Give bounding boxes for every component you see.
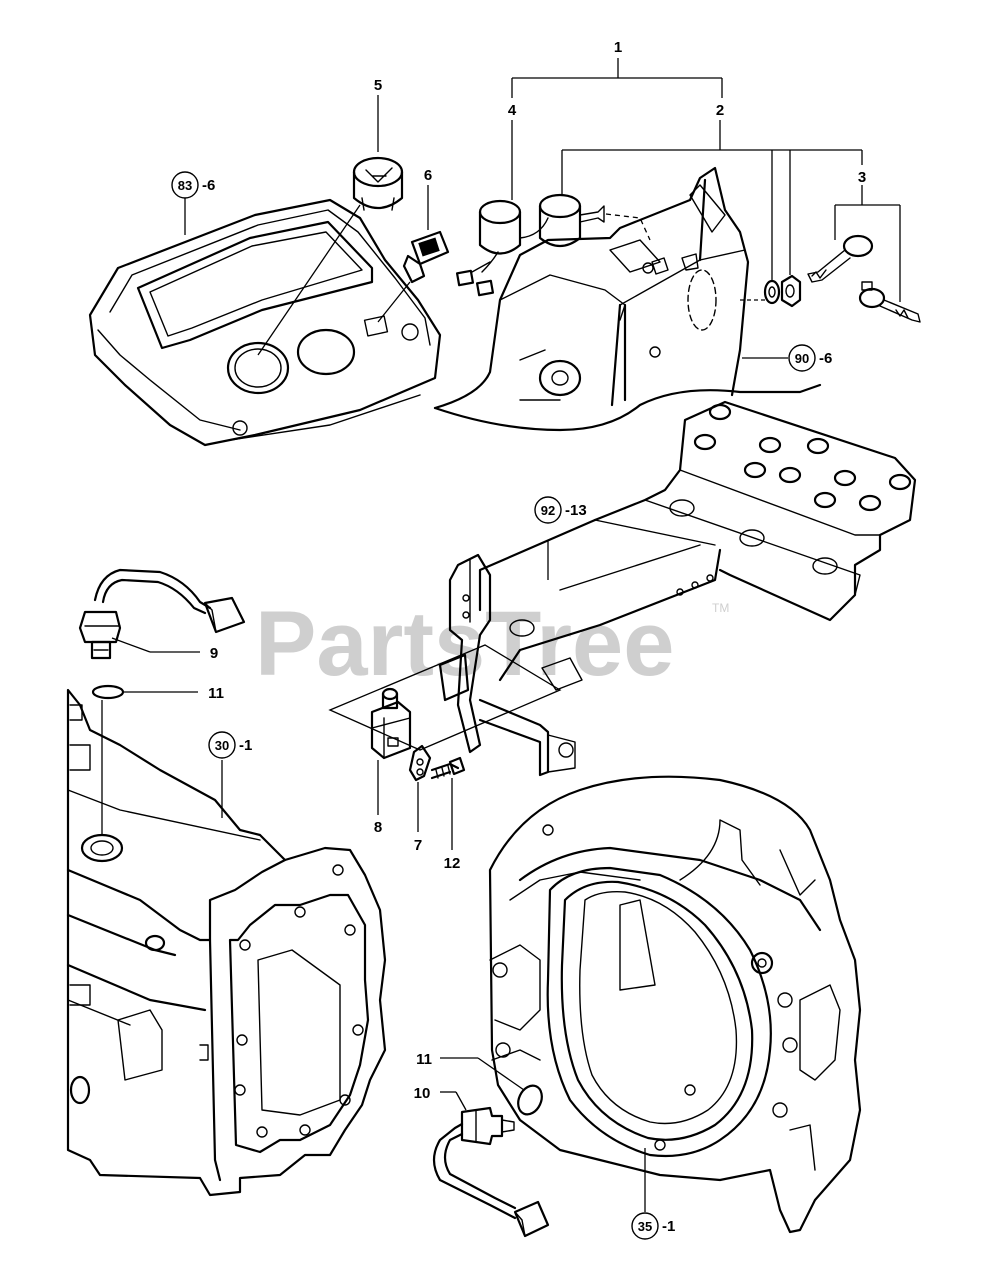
reference-30: 30 -1 — [208, 731, 252, 759]
watermark-tm: TM — [712, 601, 729, 615]
front-frame[interactable] — [478, 400, 917, 691]
reference-83-number: 83 — [178, 178, 192, 193]
part-2-key-switch[interactable] — [538, 193, 651, 248]
reference-83: 83 -6 — [171, 171, 215, 199]
frame-bolts — [693, 403, 912, 512]
reference-90-suffix: -6 — [819, 350, 832, 367]
part-4-connector[interactable] — [455, 199, 549, 297]
transmission-case[interactable] — [66, 688, 387, 1197]
callout-10: 10 — [414, 1085, 431, 1102]
callout-11-upper: 11 — [208, 685, 224, 702]
callout-8: 8 — [374, 819, 382, 836]
reference-83-suffix: -6 — [202, 177, 215, 194]
callout-5: 5 — [374, 77, 382, 94]
reference-35-number: 35 — [638, 1219, 652, 1234]
part-3-keys[interactable] — [807, 234, 921, 323]
reference-35-suffix: -1 — [662, 1218, 675, 1235]
steering-column[interactable] — [433, 166, 822, 432]
part-10-sensor[interactable] — [432, 1106, 550, 1238]
callout-3: 3 — [858, 169, 866, 186]
reference-35: 35 -1 — [631, 1212, 675, 1240]
key-switch-nuts[interactable] — [740, 274, 802, 308]
part-9-sensor[interactable] — [78, 568, 246, 660]
callout-labels: 1 2 3 4 5 6 7 8 9 10 11 11 12 — [208, 39, 866, 1102]
reference-90: 90 -6 — [788, 344, 832, 372]
flywheel-housing[interactable] — [488, 775, 862, 1234]
callout-1: 1 — [614, 39, 622, 56]
part-11-o-ring-lower[interactable] — [514, 1082, 547, 1118]
reference-92-number: 92 — [541, 503, 555, 518]
part-11-o-ring-upper[interactable] — [91, 684, 125, 700]
part-6-switch[interactable] — [402, 230, 450, 284]
callout-6: 6 — [424, 167, 432, 184]
watermark: PartsTree — [255, 593, 674, 695]
callout-11-lower: 11 — [416, 1051, 432, 1068]
callout-9: 9 — [210, 645, 218, 662]
part-8-safety-switch[interactable] — [370, 687, 412, 760]
reference-90-number: 90 — [795, 351, 809, 366]
part-5-gauge[interactable] — [352, 156, 404, 211]
reference-92-suffix: -13 — [565, 502, 587, 519]
part-12-bolt[interactable] — [430, 756, 466, 780]
callout-12: 12 — [444, 855, 461, 872]
callout-2: 2 — [716, 102, 724, 119]
instrument-panel[interactable] — [88, 198, 442, 447]
reference-92: 92 -13 — [534, 496, 587, 524]
reference-30-suffix: -1 — [239, 737, 252, 754]
reference-30-number: 30 — [215, 738, 229, 753]
part-7-plate[interactable] — [408, 744, 432, 782]
callout-7: 7 — [414, 837, 422, 854]
callout-4: 4 — [508, 102, 517, 119]
switch-bracket[interactable] — [328, 553, 576, 777]
